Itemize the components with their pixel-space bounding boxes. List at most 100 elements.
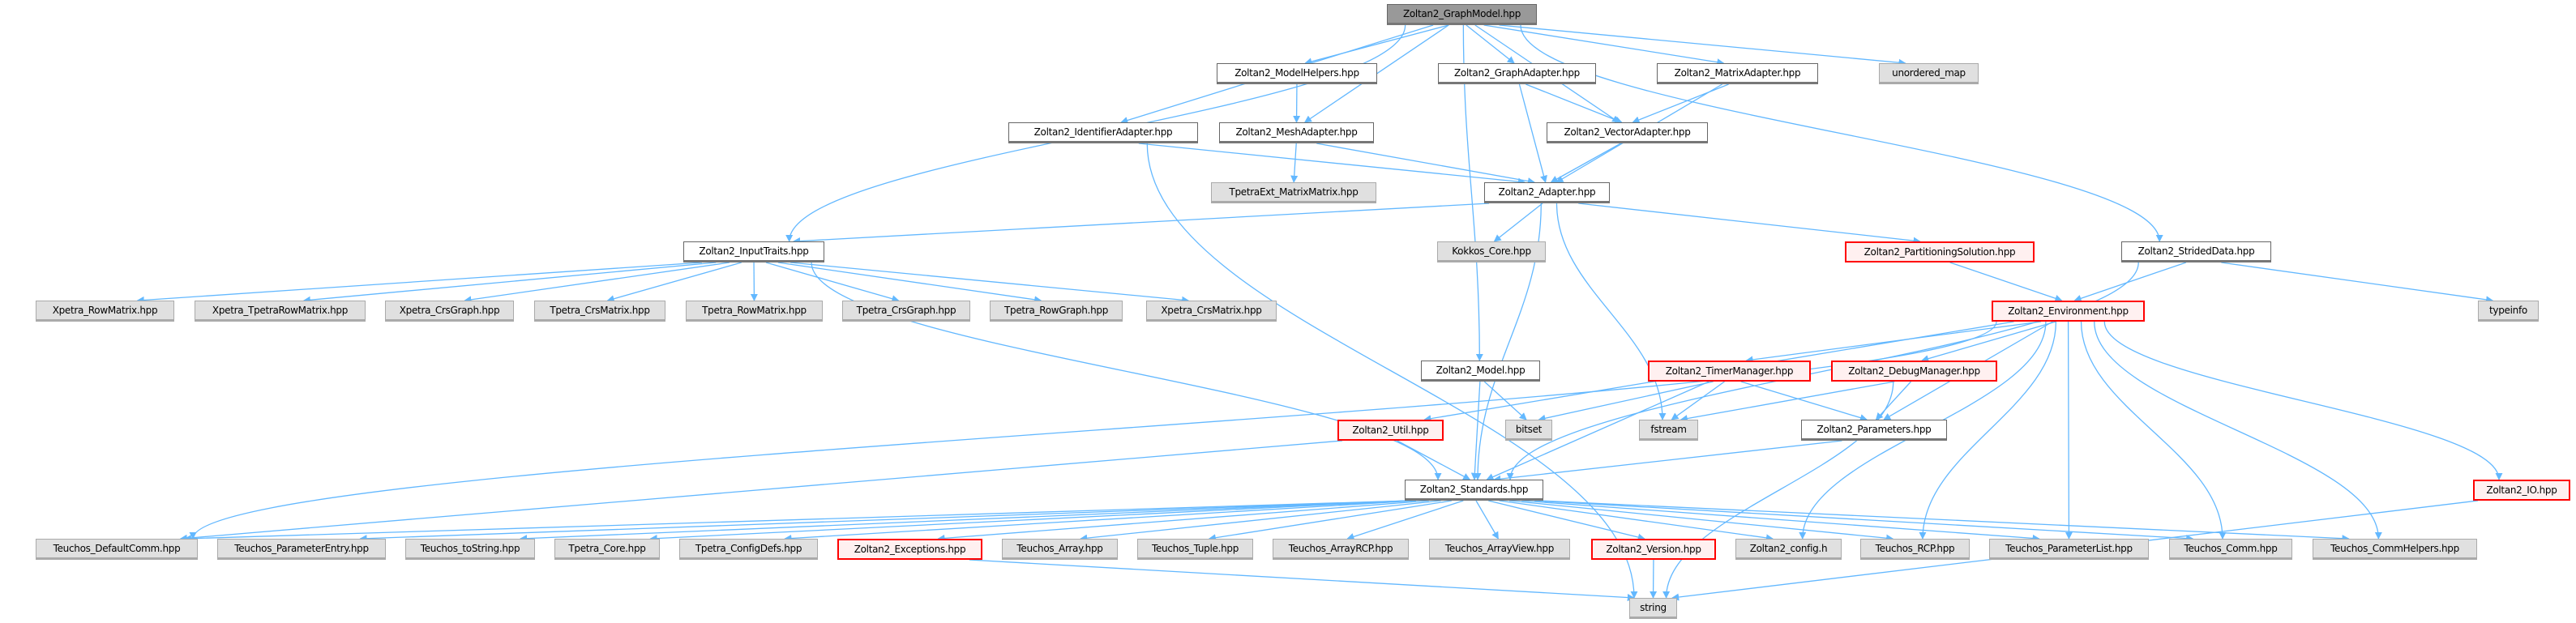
node-xcrsmatrix: Xpetra_CrsMatrix.hpp: [1146, 301, 1277, 322]
edge-adapter-to-kokkos: [1493, 203, 1543, 242]
edge-standards-to-defaultcomm: [183, 500, 1410, 543]
edge-standards-to-tcommhelpers: [1538, 500, 2350, 543]
edge-timer-to-fstream: [1671, 381, 1725, 420]
edge-environment-to-tcommhelpers: [2094, 321, 2382, 540]
node-ttuple: Teuchos_Tuple.hpp: [1137, 539, 1253, 560]
edge-timer-to-bitset: [1538, 381, 1714, 422]
edge-timer-to-parameters: [1740, 381, 1868, 421]
node-tcomm: Teuchos_Comm.hpp: [2169, 539, 2292, 560]
edge-graphadapter-to-vectoradapter: [1525, 83, 1623, 124]
edge-standards-to-ttuple: [1208, 500, 1453, 542]
edge-util-to-standards: [1397, 440, 1471, 480]
node-tarrayrcp: Teuchos_ArrayRCP.hpp: [1273, 539, 1409, 560]
node-partsol[interactable]: Zoltan2_PartitioningSolution.hpp: [1845, 241, 2035, 262]
node-meshadapter[interactable]: Zoltan2_MeshAdapter.hpp: [1219, 122, 1374, 143]
node-xtpetrarowmatrix: Xpetra_TpetraRowMatrix.hpp: [195, 301, 366, 322]
node-standards[interactable]: Zoltan2_Standards.hpp: [1405, 480, 1543, 501]
node-util[interactable]: Zoltan2_Util.hpp: [1337, 420, 1444, 441]
edge-standards-to-tostring: [520, 500, 1410, 543]
edge-standards-to-tarrayview: [1475, 500, 1499, 540]
edge-parameters-to-standards: [1493, 440, 1842, 483]
edge-model-to-bitset: [1483, 381, 1527, 420]
node-paramentry: Teuchos_ParameterEntry.hpp: [217, 539, 386, 560]
node-xrowmatrix: Xpetra_RowMatrix.hpp: [36, 301, 174, 322]
edge-identifieradapter-to-string: [1146, 143, 1638, 599]
node-tcommhelpers: Teuchos_CommHelpers.hpp: [2313, 539, 2477, 560]
node-matrixadapter[interactable]: Zoltan2_MatrixAdapter.hpp: [1657, 63, 1818, 84]
node-defaultcomm: Teuchos_DefaultComm.hpp: [36, 539, 198, 560]
node-xcrsgraph: Xpetra_CrsGraph.hpp: [385, 301, 514, 322]
edge-environment-to-trcp: [1919, 321, 2057, 540]
edge-graphadapter-to-adapter: [1518, 83, 1547, 183]
edge-inputtraits-to-tcrsmatrix: [606, 262, 742, 303]
node-tarrayview: Teuchos_ArrayView.hpp: [1429, 539, 1570, 560]
node-modelhelpers[interactable]: Zoltan2_ModelHelpers.hpp: [1217, 63, 1377, 84]
node-tparamlist: Teuchos_ParameterList.hpp: [1989, 539, 2149, 560]
node-adapter[interactable]: Zoltan2_Adapter.hpp: [1484, 182, 1610, 203]
node-identifieradapter[interactable]: Zoltan2_IdentifierAdapter.hpp: [1008, 122, 1198, 143]
edge-standards-to-configdefs: [784, 500, 1416, 543]
edge-environment-to-debug: [1921, 321, 2056, 363]
edge-meshadapter-to-adapter: [1316, 143, 1535, 186]
node-model[interactable]: Zoltan2_Model.hpp: [1421, 361, 1540, 382]
edge-inputtraits-to-xcrsmatrix: [790, 262, 1190, 304]
edge-partsol-to-environment: [1949, 262, 2063, 302]
edge-strided-to-standards: [1506, 262, 2139, 480]
node-tcrsmatrix: Tpetra_CrsMatrix.hpp: [534, 301, 665, 322]
edge-adapter-to-inputtraits: [793, 203, 1490, 245]
edge-inputtraits-to-xrowmatrix: [136, 262, 703, 304]
node-tostring: Teuchos_toString.hpp: [405, 539, 535, 560]
edge-inputtraits-to-tcrsgraph: [765, 262, 900, 303]
edge-identifieradapter-to-adapter: [1138, 143, 1526, 186]
edge-graphmodel-to-matrixadapter: [1483, 24, 1725, 66]
node-strided[interactable]: Zoltan2_StridedData.hpp: [2121, 241, 2271, 262]
node-string: string: [1629, 598, 1677, 619]
edge-standards-to-tparamlist: [1521, 500, 2040, 542]
edge-adapter-to-fstream: [1555, 203, 1667, 420]
edge-inputtraits-to-xcrsgraph: [464, 262, 730, 304]
node-vectoradapter[interactable]: Zoltan2_VectorAdapter.hpp: [1547, 122, 1708, 143]
node-trcp: Teuchos_RCP.hpp: [1860, 539, 1970, 560]
edge-standards-to-tcomm: [1534, 500, 2194, 543]
edge-debug-to-parameters: [1875, 381, 1912, 420]
edge-adapter-to-partsol: [1578, 203, 1921, 245]
edge-timer-to-standards: [1486, 381, 1709, 480]
node-version[interactable]: Zoltan2_Version.hpp: [1591, 539, 1716, 560]
node-tpetracore: Tpetra_Core.hpp: [554, 539, 660, 560]
node-parameters[interactable]: Zoltan2_Parameters.hpp: [1801, 420, 1947, 441]
edge-standards-to-tarrayrcp: [1346, 500, 1464, 540]
node-trowgraph: Tpetra_RowGraph.hpp: [990, 301, 1123, 322]
edge-inputtraits-to-standards: [811, 262, 1442, 480]
edge-environment-to-io: [2103, 321, 2503, 480]
node-fstream: fstream: [1639, 420, 1698, 441]
edge-standards-to-paramentry: [359, 500, 1410, 543]
edge-graphmodel-to-graphadapter: [1466, 24, 1515, 64]
edge-meshadapter-to-tpetraext: [1290, 143, 1299, 183]
node-inputtraits[interactable]: Zoltan2_InputTraits.hpp: [683, 241, 824, 262]
edge-strided-to-typeinfo: [2221, 262, 2494, 304]
edge-util-to-defaultcomm: [179, 440, 1343, 542]
node-tpetraext: TpetraExt_MatrixMatrix.hpp: [1211, 182, 1376, 203]
node-tarray: Teuchos_Array.hpp: [1002, 539, 1118, 560]
node-timer[interactable]: Zoltan2_TimerManager.hpp: [1648, 361, 1811, 382]
edge-vectoradapter-to-adapter: [1550, 143, 1621, 183]
edge-graphmodel-to-modelhelpers: [1304, 24, 1449, 66]
node-graphadapter[interactable]: Zoltan2_GraphAdapter.hpp: [1438, 63, 1596, 84]
node-unordered_map: unordered_map: [1879, 63, 1979, 84]
edge-standards-to-tarray: [1080, 500, 1441, 542]
node-environment[interactable]: Zoltan2_Environment.hpp: [1992, 301, 2145, 322]
node-typeinfo: typeinfo: [2478, 301, 2539, 322]
node-debug[interactable]: Zoltan2_DebugManager.hpp: [1831, 361, 1997, 382]
edge-standards-to-tpetracore: [649, 500, 1410, 543]
node-tcrsgraph: Tpetra_CrsGraph.hpp: [842, 301, 970, 322]
edge-environment-to-defaultcomm: [189, 321, 1997, 540]
edge-standards-to-version: [1488, 500, 1645, 541]
edge-standards-to-trcp: [1508, 500, 1894, 542]
node-exceptions[interactable]: Zoltan2_Exceptions.hpp: [837, 539, 982, 560]
node-io[interactable]: Zoltan2_IO.hpp: [2473, 480, 2570, 501]
edge-graphmodel-to-unordered_map: [1499, 24, 1906, 66]
node-graphmodel: Zoltan2_GraphModel.hpp: [1387, 4, 1537, 25]
edge-environment-to-tcomm: [2080, 321, 2227, 540]
